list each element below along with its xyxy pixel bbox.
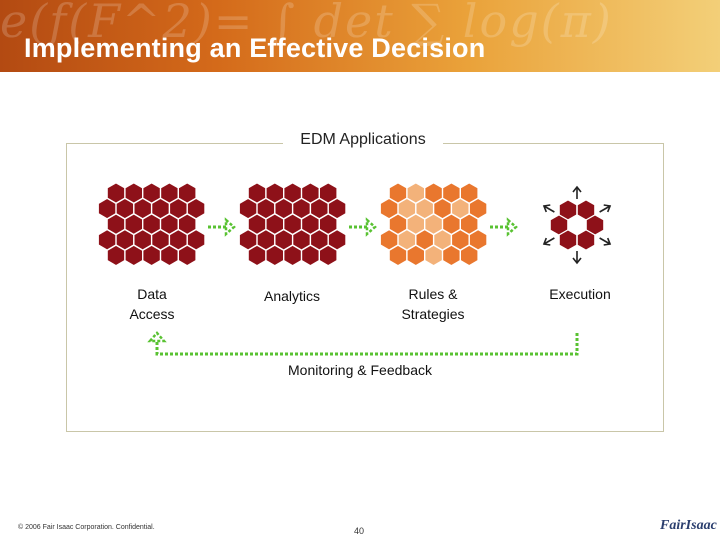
slide-header: e(f(F^2)= ∫ det ∑ log(π) Implementing an… (0, 0, 720, 72)
stage-label-analytics: Analytics (263, 288, 321, 304)
hex-cell (142, 244, 161, 267)
hex-cell (265, 244, 285, 267)
hex-cell (576, 229, 596, 251)
burst-ray (599, 205, 611, 213)
hex-cell (177, 244, 197, 267)
feedback-loop (147, 331, 579, 356)
burst-ray (599, 237, 611, 245)
header-decoration: e(f(F^2)= ∫ det ∑ log(π) (0, 0, 613, 48)
burst-arrowhead (603, 237, 612, 246)
fairisaac-logo: FairIsaac (660, 518, 717, 533)
dotted-arrowhead (365, 217, 377, 237)
hex-cell (124, 244, 144, 267)
hex-cell (558, 229, 578, 251)
analytics-hex-grid (238, 182, 347, 267)
hex-cell (424, 244, 443, 267)
stage-label-execution: Execution (549, 286, 611, 302)
hex-cell (160, 244, 179, 267)
burst-arrowhead (542, 204, 551, 213)
hex-cell (388, 244, 408, 267)
burst-ray (543, 237, 555, 245)
hex-cell (459, 244, 479, 267)
hex-cell (442, 244, 461, 267)
hex-cell (106, 244, 126, 267)
dotted-arrowhead (224, 217, 236, 237)
feedback-path (155, 333, 579, 356)
data-access-hex-grid (97, 182, 206, 267)
stage-label-rules: Rules & Strategies (383, 284, 483, 324)
stage-label-line: Strategies (401, 306, 465, 322)
page-number: 40 (354, 526, 365, 536)
burst-arrowhead (572, 185, 582, 193)
hex-cell (406, 244, 426, 267)
feedback-arrowhead (147, 331, 167, 343)
stage-label-line: Rules & (408, 286, 458, 302)
frame-label: EDM Applications (283, 131, 443, 149)
burst-ray (543, 205, 555, 213)
slide-title: Implementing an Effective Decision (24, 33, 486, 63)
hex-cell (301, 244, 320, 267)
stage-label-data-access: Data Access (112, 284, 192, 324)
burst-arrowhead (542, 237, 551, 246)
hex-cell (283, 244, 302, 267)
hex-cell (247, 244, 267, 267)
hex-cell (318, 244, 338, 267)
footer-copyright: © 2006 Fair Isaac Corporation. Confident… (18, 524, 155, 531)
flow-arrows (208, 217, 518, 237)
stage-label-line: Data (137, 286, 167, 302)
feedback-label: Monitoring & Feedback (288, 362, 432, 378)
burst-arrowhead (603, 204, 612, 213)
dotted-arrowhead (506, 217, 518, 237)
rules-hex-grid (379, 182, 488, 267)
execution-hex-cluster (542, 185, 612, 265)
burst-arrowhead (572, 257, 582, 265)
stage-label-line: Access (129, 306, 175, 322)
